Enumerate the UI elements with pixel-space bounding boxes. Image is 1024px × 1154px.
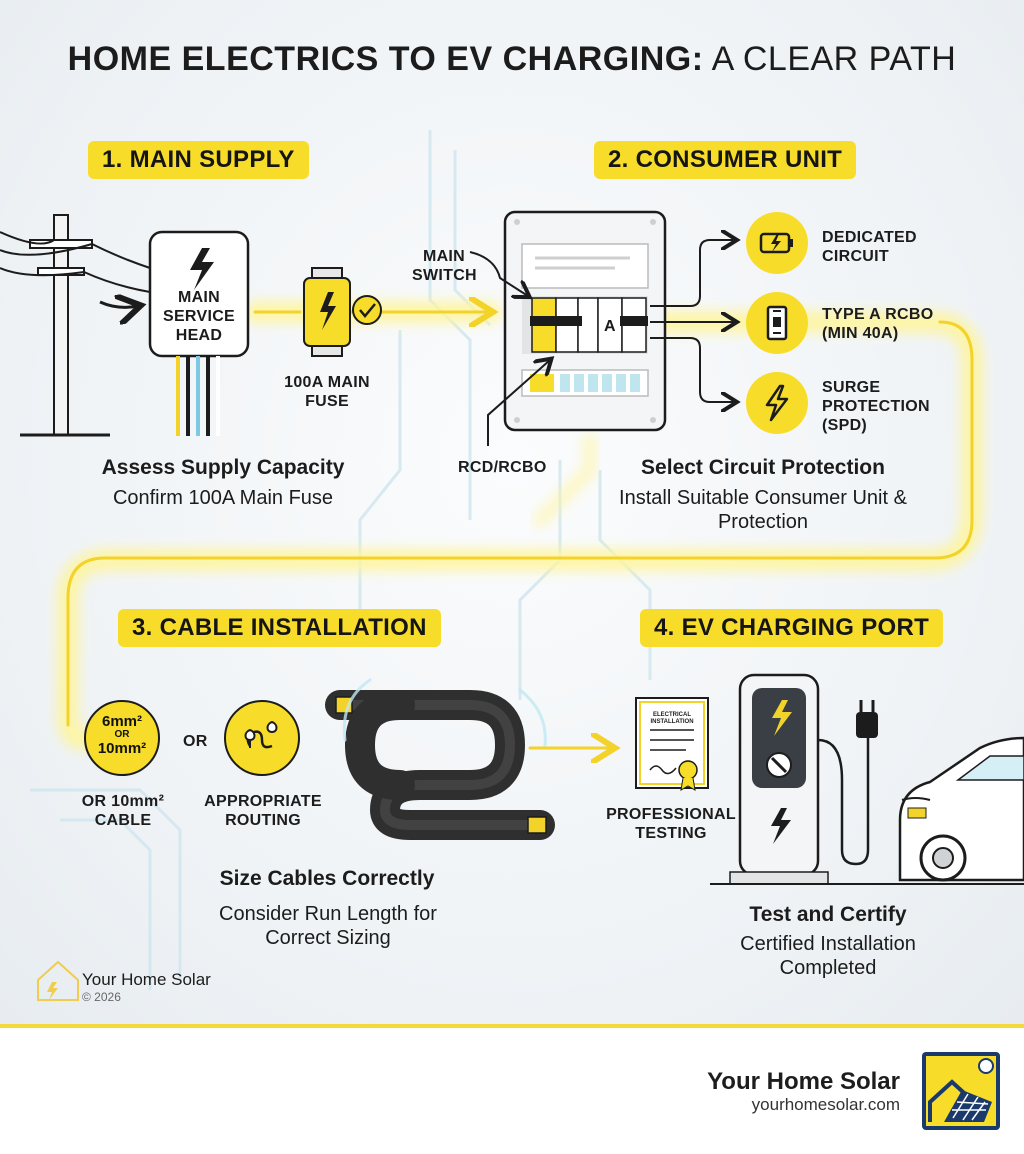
consumer-unit-graphic [469,210,735,446]
step4-subtext: Certified Installation Completed [740,933,916,979]
rcd-label: RCD/RCBO [458,459,547,476]
step1-heading: Assess Supply Capacity [101,456,345,479]
utility-pole [0,214,151,437]
or-word: OR [183,733,208,750]
flow-graphics [0,130,1024,1001]
service-head-box [148,230,250,436]
footer-brand: Your Home Solar [707,1068,900,1095]
breaker-mark: A [604,318,616,335]
footer-bar: Your Home Solar yourhomesolar.com [0,1024,1024,1154]
step2-pill: 2. CONSUMER UNIT [594,141,857,179]
routing-pin-icon [224,700,300,776]
step3-heading: Size Cables Correctly [219,867,435,890]
step2-heading: Select Circuit Protection [641,456,885,479]
step3-pill: 3. CABLE INSTALLATION [118,609,441,647]
testing-label: PROFESSIONAL TESTING [606,806,736,842]
coiled-cable-graphic [325,678,555,840]
routing-label: APPROPRIATE ROUTING [204,793,322,829]
step1-subtext: Confirm 100A Main Fuse [112,487,334,509]
watermark-house-icon [37,960,79,1001]
rcbo-label: TYPE A RCBO (MIN 40A) [822,306,934,342]
page-title: HOME ELECTRICS TO EV CHARGING: A CLEAR P… [67,40,957,78]
step1-pill: 1. MAIN SUPPLY [88,141,309,179]
cable-size-label: OR 10mm² CABLE [81,793,165,829]
charger-station-graphic [710,673,1024,885]
watermark-brand: Your Home Solar [82,970,211,989]
surge-protection-label: SURGE PROTECTION (SPD) [822,379,930,434]
step3-subtext: Consider Run Length for Correct Sizing [219,903,437,949]
glow-path [57,312,983,748]
main-switch-label: MAIN SWITCH [412,248,477,284]
dedicated-circuit-icon [746,212,808,274]
watermark-year: © 2026 [82,990,121,1004]
ev-car-graphic [898,736,1024,882]
rcbo-icon [746,292,808,354]
certificate-text: ELECTRICAL INSTALLATION [650,712,694,725]
main-fuse-label: 100A MAIN FUSE [284,374,370,410]
surge-protection-icon [746,372,808,434]
step4-pill: 4. EV CHARGING PORT [640,609,944,647]
main-fuse-graphic [303,267,382,357]
dedicated-circuit-label: DEDICATED CIRCUIT [822,229,917,265]
step2-subtext: Install Suitable Consumer Unit & Protect… [619,487,907,533]
footer-url[interactable]: yourhomesolar.com [751,1095,900,1114]
service-head-label: MAIN SERVICE HEAD [162,289,236,344]
step4-heading: Test and Certify [749,903,907,926]
infographic-canvas: HOME ELECTRICS TO EV CHARGING: A CLEAR P… [0,0,1024,1024]
certificate-graphic [635,697,709,791]
footer-logo-icon [922,1052,1000,1130]
